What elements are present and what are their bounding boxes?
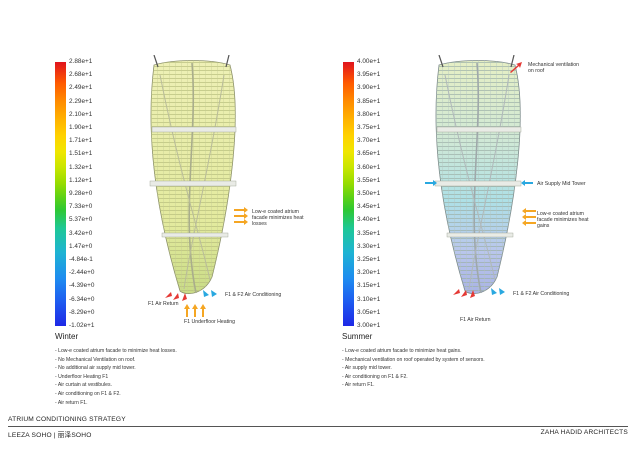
summer-scale-label: 3.75e+1 [357, 124, 381, 131]
footer-firm-name: ZAHA HADID ARCHITECTS [540, 429, 628, 436]
summer-scale-label: 3.35e+1 [357, 229, 381, 237]
winter-scale-label: 2.49e+1 [69, 84, 93, 92]
winter-note-item: - Low-e coated atrium facade to minimize… [55, 348, 177, 354]
summer-mid-tower-arrow-right [521, 180, 533, 186]
winter-title: Winter [55, 332, 79, 341]
summer-note-item: - Air return F1. [342, 382, 375, 389]
winter-callout-air-return: F1 Air Return [148, 301, 179, 307]
summer-scale-label: 3.65e+1 [357, 150, 381, 158]
summer-scale-label: 3.55e+1 [357, 176, 381, 184]
winter-note-item: - Air curtain at vestibules. [55, 382, 112, 389]
summer-callout-roof: Mechanical ventilation on roof [528, 62, 580, 75]
summer-note-item: - Mechanical ventilation on roof operate… [342, 356, 485, 363]
winter-scale-label: 2.68e+1 [69, 71, 93, 79]
summer-return-arrows [453, 289, 475, 298]
winter-tower-illustration [149, 55, 237, 294]
winter-scale-label: 2.88e+1 [69, 58, 93, 65]
winter-scale-label: 1.12e+1 [69, 176, 93, 184]
summer-scale-label: 3.90e+1 [357, 84, 381, 92]
summer-scale-label: 3.30e+1 [357, 242, 381, 250]
summer-note-item: - Air supply mid tower. [342, 365, 392, 372]
summer-scale-label: 3.00e+1 [357, 322, 381, 329]
summer-mid-tower-arrow-left [425, 180, 437, 186]
winter-color-scale [55, 62, 66, 326]
summer-roof-arrow [510, 62, 522, 73]
summer-color-scale [343, 62, 354, 326]
summer-tower-illustration [434, 55, 522, 294]
winter-scale-label: 9.28e+0 [69, 190, 93, 197]
winter-scale-label: -6.34e+0 [69, 295, 95, 303]
summer-callout-air-conditioning: F1 & F2 Air Conditioning [513, 291, 570, 297]
winter-scale-label: 1.47e+0 [69, 242, 93, 250]
summer-scale-label: 3.60e+1 [357, 163, 381, 171]
summer-scale-label: 3.70e+1 [357, 137, 381, 145]
winter-scale-label: -4.84e-1 [69, 256, 93, 263]
summer-scale-label: 4.00e+1 [357, 58, 381, 65]
footer-divider [8, 426, 628, 427]
winter-scale-label: -8.29e+0 [69, 308, 95, 316]
winter-ac-arrows [203, 290, 217, 297]
winter-note-item: - Underfloor Heating F1 [55, 373, 109, 380]
winter-note-item: - No Mechanical Ventilation on roof. [55, 356, 136, 363]
summer-title: Summer [342, 332, 373, 341]
summer-ac-arrows [491, 288, 505, 295]
winter-facade-arrows [234, 207, 248, 225]
winter-callout-air-conditioning: F1 & F2 Air Conditioning [225, 292, 282, 298]
winter-scale-label: 2.10e+1 [69, 110, 93, 118]
summer-callout-air-return: F1 Air Return [460, 317, 491, 323]
summer-callout-mid-tower: Air Supply Mid Tower [537, 181, 586, 187]
winter-scale-label: 1.71e+1 [69, 137, 93, 145]
summer-scale-label: 3.25e+1 [357, 256, 381, 263]
winter-note-item: - Air conditioning on F1 & F2. [55, 390, 121, 397]
winter-callout-underfloor: F1 Underfloor Heating [184, 319, 236, 325]
summer-scale-label: 3.15e+1 [357, 282, 381, 290]
summer-notes: - Low-e coated atrium facade to minimize… [342, 347, 485, 390]
summer-note-item: - Low-e coated atrium facade to minimize… [342, 348, 462, 354]
summer-note-item: - Air conditioning on F1 & F2. [342, 373, 408, 380]
footer-project-name: LEEZA SOHO | 丽泽SOHO [8, 432, 92, 439]
summer-scale-label: 3.80e+1 [357, 110, 381, 118]
winter-note-item: - Air return F1. [55, 399, 88, 406]
winter-notes: - Low-e coated atrium facade to minimize… [55, 347, 177, 407]
summer-callout-facade: Low-e coated atrium facade minimizes hea… [537, 211, 589, 230]
winter-callout-facade: Low-e coated atrium facade minimizes hea… [252, 209, 304, 228]
winter-scale-label: 1.32e+1 [69, 163, 93, 171]
winter-scale-label: 3.42e+0 [69, 229, 93, 237]
winter-return-arrows [165, 292, 187, 301]
summer-scale-label: 3.40e+1 [357, 216, 381, 224]
summer-scale-label: 3.45e+1 [357, 203, 381, 211]
winter-scale-label: -2.44e+0 [69, 269, 95, 277]
winter-scale-label: 1.90e+1 [69, 124, 93, 131]
summer-scale-label: 3.10e+1 [357, 295, 381, 303]
winter-note-item: - No additional air supply mid tower. [55, 365, 136, 372]
summer-scale-label: 3.50e+1 [357, 190, 381, 197]
summer-scale-label: 3.85e+1 [357, 97, 381, 105]
summer-scale-label: 3.95e+1 [357, 71, 381, 79]
footer-strategy-title: ATRIUM CONDITIONING STRATEGY [8, 416, 126, 423]
winter-scale-label: 1.51e+1 [69, 150, 93, 158]
winter-underfloor-arrows [184, 304, 206, 317]
winter-scale-label: -1.02e+1 [69, 322, 95, 329]
summer-facade-arrows [522, 208, 536, 226]
winter-scale-label: 5.37e+0 [69, 216, 93, 224]
summer-scale-label: 3.20e+1 [357, 269, 381, 277]
winter-scale-label: -4.39e+0 [69, 282, 95, 290]
winter-scale-label: 7.33e+0 [69, 203, 93, 211]
winter-scale-label: 2.29e+1 [69, 97, 93, 105]
summer-scale-label: 3.05e+1 [357, 308, 381, 316]
